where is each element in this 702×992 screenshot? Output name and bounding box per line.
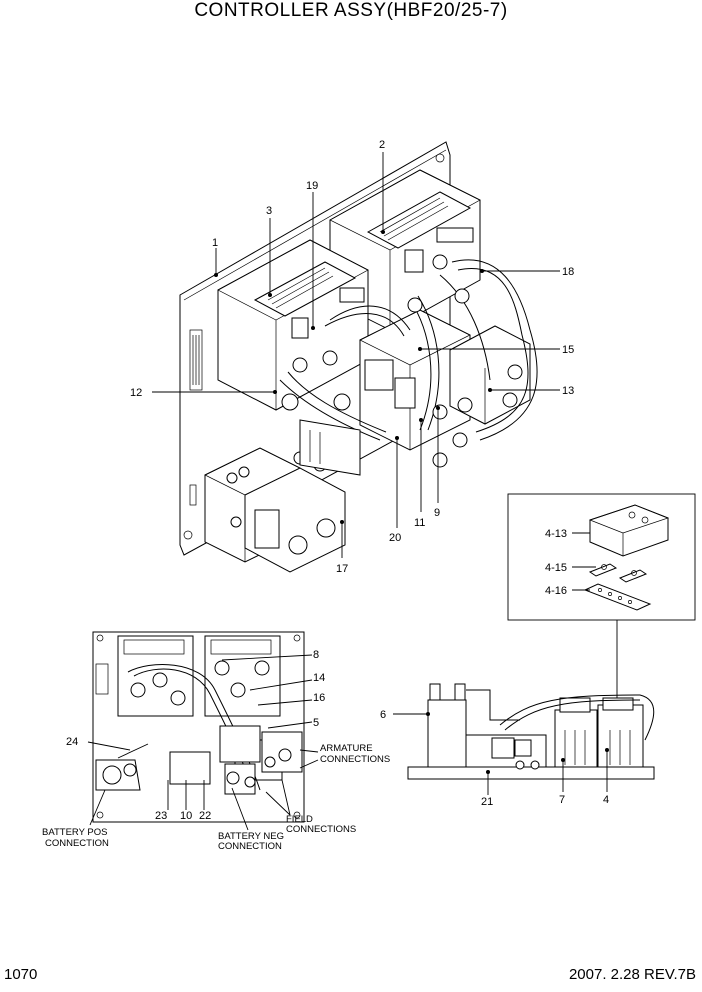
revision-date: 2007. 2.28 REV.7B (568, 966, 696, 983)
callout-6: 6 (380, 709, 386, 721)
note-field-2: CONNECTIONS (286, 824, 356, 835)
callout-13: 13 (562, 385, 574, 397)
page-number: 1070 (4, 966, 38, 983)
callout-8: 8 (313, 649, 319, 661)
callout-14: 14 (313, 672, 325, 684)
callout-9: 9 (434, 507, 440, 519)
callout-11: 11 (414, 517, 425, 529)
main-callouts: 1 2 3 19 18 15 13 12 9 11 20 17 (130, 139, 574, 575)
note-batt-neg-1: BATTERY NEG (218, 831, 284, 842)
callout-24: 24 (66, 736, 78, 748)
callout-21: 21 (481, 796, 493, 808)
note-armature-1: ARMATURE (320, 743, 373, 754)
callout-12: 12 (130, 387, 142, 399)
controller-3 (217, 239, 369, 411)
callout-23: 23 (155, 810, 167, 822)
callout-5: 5 (313, 717, 319, 729)
contactor-17 (204, 447, 346, 573)
callout-1: 1 (212, 237, 218, 249)
note-batt-pos-1: BATTERY POS (42, 827, 107, 838)
callout-2: 2 (379, 139, 385, 151)
callout-10: 10 (180, 810, 192, 822)
callout-16: 16 (313, 692, 325, 704)
callout-3: 3 (266, 205, 272, 217)
side-view: 6 21 7 4 (380, 683, 655, 808)
note-batt-pos-2: CONNECTION (45, 838, 109, 849)
callout-15: 15 (562, 344, 574, 356)
note-field-1: FIELD (286, 814, 313, 825)
callout-17: 17 (336, 563, 348, 575)
callout-20: 20 (389, 532, 401, 544)
note-armature-2: CONNECTIONS (320, 754, 390, 765)
top-view: 8 14 16 5 24 23 10 22 ARMATURE CONNECTIO… (42, 631, 390, 852)
callout-4-13: 4-13 (545, 528, 567, 540)
lower-bracket (299, 419, 361, 476)
note-batt-neg-2: CONNECTION (218, 841, 282, 852)
callout-19: 19 (306, 180, 318, 192)
main-assembly: 1 2 3 19 18 15 13 12 9 11 20 17 (130, 139, 574, 575)
callout-4-16: 4-16 (545, 585, 567, 597)
callout-4-15: 4-15 (545, 562, 567, 574)
detail-box: 4-13 4-15 4-16 (507, 493, 696, 705)
callout-22: 22 (199, 810, 211, 822)
callout-7: 7 (559, 794, 565, 806)
page-title: CONTROLLER ASSY(HBF20/25-7) (194, 0, 508, 21)
callout-4: 4 (603, 794, 609, 806)
callout-18: 18 (562, 266, 574, 278)
